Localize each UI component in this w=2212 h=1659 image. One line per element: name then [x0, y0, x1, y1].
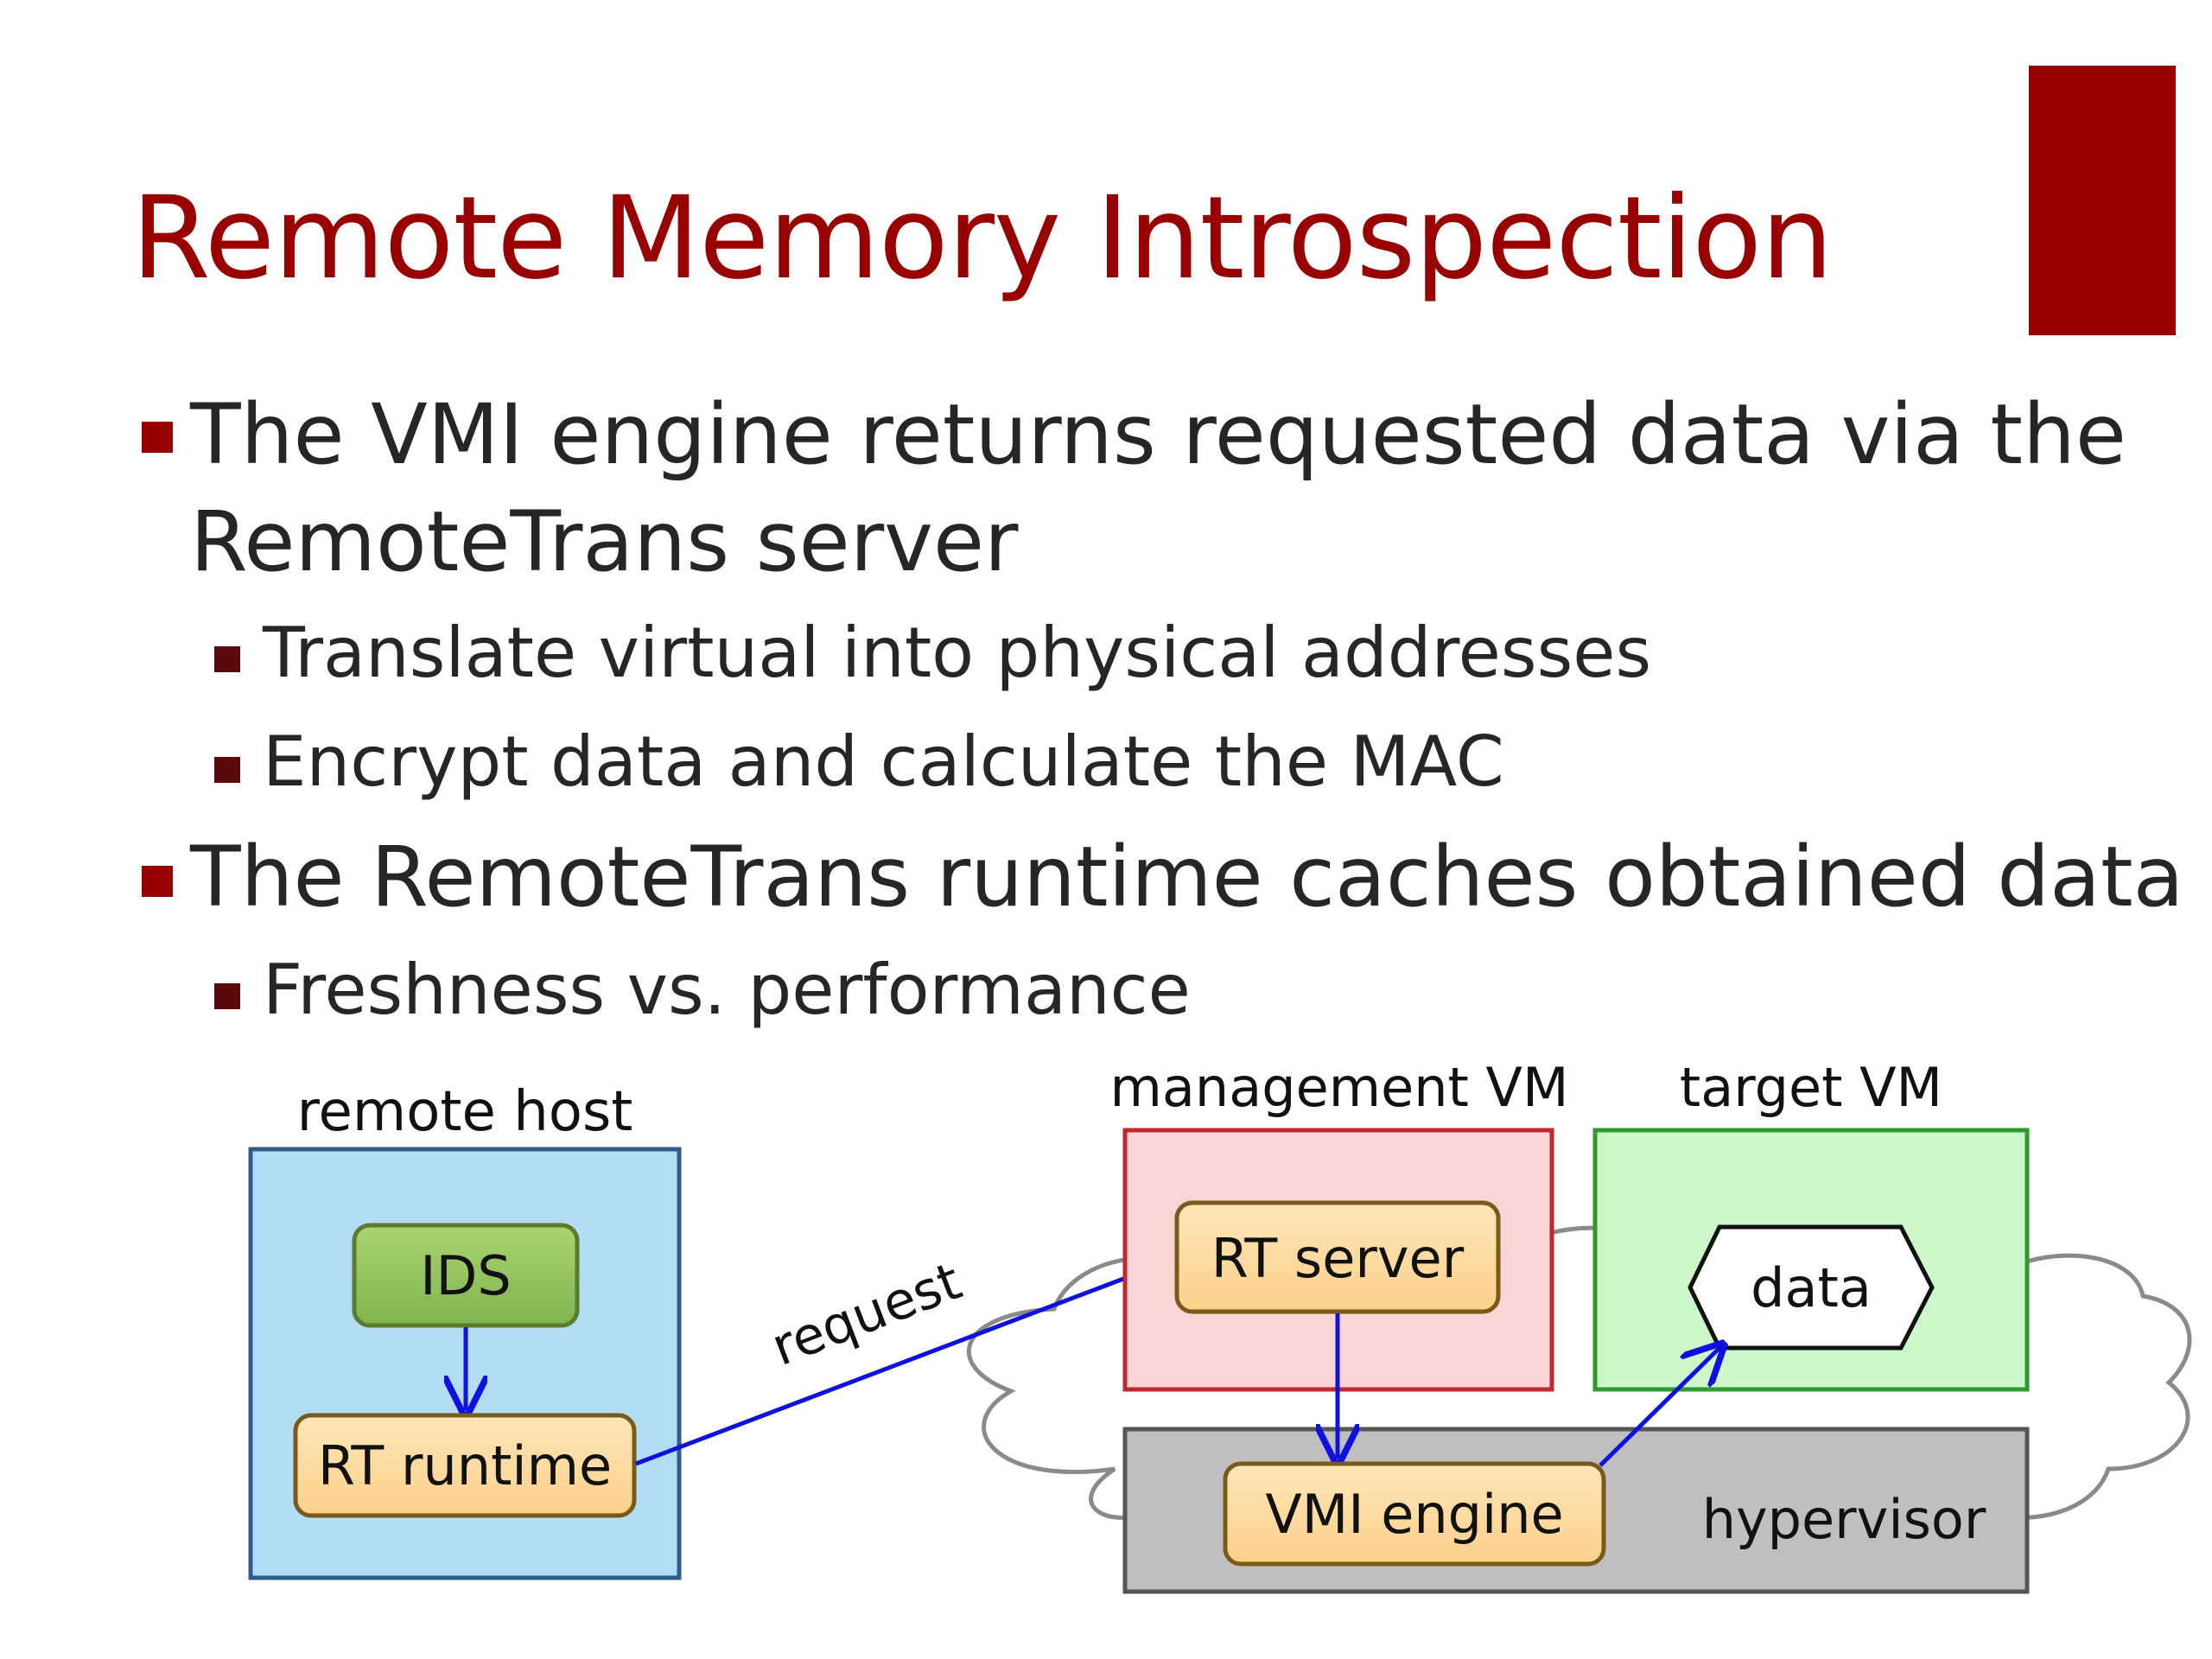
- engine-to-data-arrow: [1599, 1348, 1719, 1467]
- rt-server-box: [1174, 1200, 1501, 1314]
- bullet-square-icon: [142, 422, 173, 453]
- request-arrow: [635, 1260, 1173, 1466]
- sub-bullet-2: Encrypt data and calculate the MAC: [263, 721, 1504, 802]
- vmi-engine-box: [1223, 1461, 1606, 1567]
- bullet-2-line-1: The RemoteTrans runtime caches obtained …: [190, 829, 2184, 925]
- bullet-1-line-1: The VMI engine returns requested data vi…: [190, 386, 2126, 483]
- vmi-engine-label: VMI engine: [1265, 1483, 1563, 1546]
- management-vm-label: management VM: [1110, 1056, 1569, 1119]
- request-label: request: [764, 1251, 969, 1378]
- slide-title: Remote Memory Introspection: [131, 172, 1834, 305]
- hypervisor-label: hypervisor: [1702, 1488, 1986, 1551]
- sub-bullet-1: Translate virtual into physical addresse…: [263, 613, 1652, 693]
- sub-bullet-square-icon: [214, 983, 240, 1009]
- data-label: data: [1751, 1256, 1872, 1319]
- remote-host-label: remote host: [297, 1080, 633, 1144]
- rt-runtime-box: [293, 1413, 637, 1518]
- target-vm-label: target VM: [1680, 1056, 1942, 1119]
- ids-label: IDS: [420, 1244, 511, 1307]
- rt-runtime-label: RT runtime: [318, 1434, 612, 1497]
- bullet-square-icon: [142, 866, 173, 897]
- corner-accent-block: [2029, 66, 2176, 335]
- ids-box: [352, 1223, 580, 1328]
- data-hexagon: [1688, 1224, 1935, 1351]
- sub-bullet-3: Freshness vs. performance: [263, 950, 1191, 1030]
- bullet-1-line-2: RemoteTrans server: [190, 493, 1019, 590]
- sub-bullet-square-icon: [214, 646, 240, 672]
- sub-bullet-square-icon: [214, 757, 240, 783]
- rt-server-label: RT server: [1211, 1227, 1465, 1290]
